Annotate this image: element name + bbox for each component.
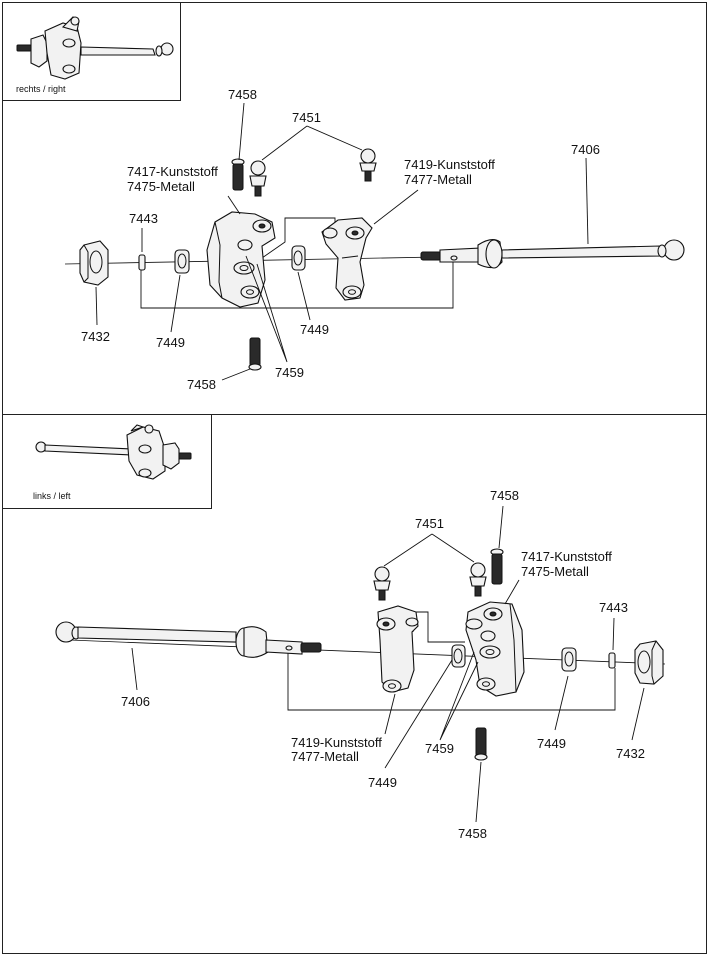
bearing-part xyxy=(174,249,190,274)
label-wheel-nut: 7432 xyxy=(81,329,110,344)
inset-right: rechts / right xyxy=(2,2,181,101)
label-bushing-left: 7459 xyxy=(425,741,454,756)
label-knuckle-metal-left: 7477-Metall xyxy=(291,749,359,764)
steering-knuckle-part xyxy=(321,217,373,301)
panel-left xyxy=(2,414,707,954)
label-pin-left: 7443 xyxy=(599,600,628,615)
label-bearing-mid: 7449 xyxy=(300,322,329,337)
pin-part-left xyxy=(608,652,616,669)
label-bearing-mid-left: 7449 xyxy=(368,775,397,790)
ball-stud-part-left-1 xyxy=(373,566,391,601)
label-hub-carrier-metal-left: 7475-Metall xyxy=(521,564,589,579)
inset-right-drawing xyxy=(16,16,174,80)
label-axle: 7406 xyxy=(571,142,600,157)
inset-left-caption: links / left xyxy=(33,491,71,501)
axle-part xyxy=(420,239,685,269)
axle-part-left xyxy=(55,621,322,658)
inset-left: links / left xyxy=(2,414,212,509)
assembly-right xyxy=(64,102,685,381)
label-screw-bottom: 7458 xyxy=(187,377,216,392)
label-screw-top-left: 7458 xyxy=(490,488,519,503)
screw-part-bottom xyxy=(248,337,262,371)
steering-knuckle-part-left xyxy=(376,605,419,693)
label-knuckle-plastic: 7419-Kunststoff xyxy=(404,157,495,172)
label-bushing: 7459 xyxy=(275,365,304,380)
label-hub-carrier-metal: 7475-Metall xyxy=(127,179,195,194)
inset-right-caption: rechts / right xyxy=(16,84,66,94)
label-wheel-nut-left: 7432 xyxy=(616,746,645,761)
label-knuckle-plastic-left: 7419-Kunststoff xyxy=(291,735,382,750)
pin-part xyxy=(138,254,146,271)
label-axle-left: 7406 xyxy=(121,694,150,709)
label-screw-bottom-left: 7458 xyxy=(458,826,487,841)
label-bearing-left: 7449 xyxy=(156,335,185,350)
label-hub-carrier-plastic-left: 7417-Kunststoff xyxy=(521,549,612,564)
inset-left-drawing xyxy=(35,424,192,480)
label-knuckle-metal: 7477-Metall xyxy=(404,172,472,187)
bearing-part-2 xyxy=(291,245,306,271)
ball-stud-part-1 xyxy=(249,160,267,197)
wheel-nut-part xyxy=(79,240,109,286)
label-hub-carrier-plastic: 7417-Kunststoff xyxy=(127,164,218,179)
label-bearing-right-left: 7449 xyxy=(537,736,566,751)
wheel-nut-part-left xyxy=(634,640,664,685)
screw-part-top xyxy=(231,158,245,191)
ball-stud-part-left-2 xyxy=(469,562,487,597)
label-ball-stud: 7451 xyxy=(292,110,321,125)
assembly-left xyxy=(55,505,666,823)
label-ball-stud-left: 7451 xyxy=(415,516,444,531)
label-screw-top: 7458 xyxy=(228,87,257,102)
bearing-part-left xyxy=(451,644,466,668)
hub-carrier-part xyxy=(206,211,276,308)
bearing-part-left-2 xyxy=(561,647,577,672)
hub-carrier-part-left xyxy=(465,601,525,697)
labels-right: 7458 7451 7417-Kunststoff 7475-Metall 74… xyxy=(81,87,600,392)
ball-stud-part-2 xyxy=(359,148,377,182)
screw-part-left-bottom xyxy=(474,727,488,761)
label-pin: 7443 xyxy=(129,211,158,226)
labels-left: 7458 7451 7417-Kunststoff 7475-Metall 74… xyxy=(121,488,645,841)
screw-part-left-top xyxy=(490,548,504,585)
